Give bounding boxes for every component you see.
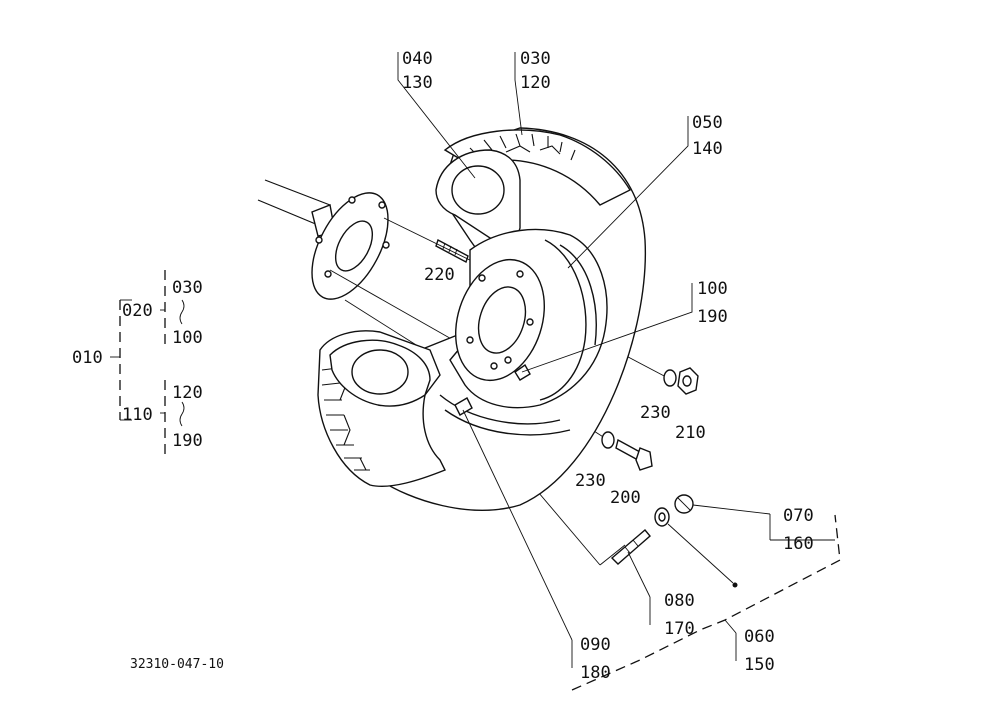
tire [317,127,647,511]
label-090: 090 [580,635,611,655]
label-120: 120 [520,73,551,93]
label-150: 150 [744,655,775,675]
valve-cap [674,494,694,514]
label-190: 190 [697,307,728,327]
valve-core-dot [732,582,738,588]
label-220: 220 [424,265,455,285]
label-040: 040 [402,49,433,69]
label-group-a-to: 100 [172,328,203,348]
lock-washer-upper [663,369,677,387]
label-group-a-from: 030 [172,278,203,298]
valve-stem [610,529,651,565]
lock-washer-lower [601,431,615,449]
drawing-number: 32310-047-10 [130,657,224,672]
label-070: 070 [783,506,814,526]
valve-nut [654,507,670,527]
label-100: 100 [697,279,728,299]
label-050: 050 [692,113,723,133]
label-010: 010 [72,348,103,368]
label-140: 140 [692,139,723,159]
label-210: 210 [675,423,706,443]
leader-lines [397,52,841,691]
label-group-b-from: 120 [172,383,203,403]
label-170: 170 [664,619,695,639]
assembly-tree [110,270,185,460]
label-180: 180 [580,663,611,683]
label-130: 130 [402,73,433,93]
label-030: 030 [520,49,551,69]
label-230-upper: 230 [640,403,671,423]
label-group-b-to: 190 [172,431,203,451]
label-060: 060 [744,627,775,647]
label-110: 110 [122,405,153,425]
label-200: 200 [610,488,641,508]
label-230-lower: 230 [575,471,606,491]
hex-bolt [615,438,653,471]
wheel-rim [439,228,608,436]
axle-hub [257,179,390,300]
label-020: 020 [122,301,153,321]
label-160: 160 [783,534,814,554]
hex-nut [677,367,699,395]
label-080: 080 [664,591,695,611]
